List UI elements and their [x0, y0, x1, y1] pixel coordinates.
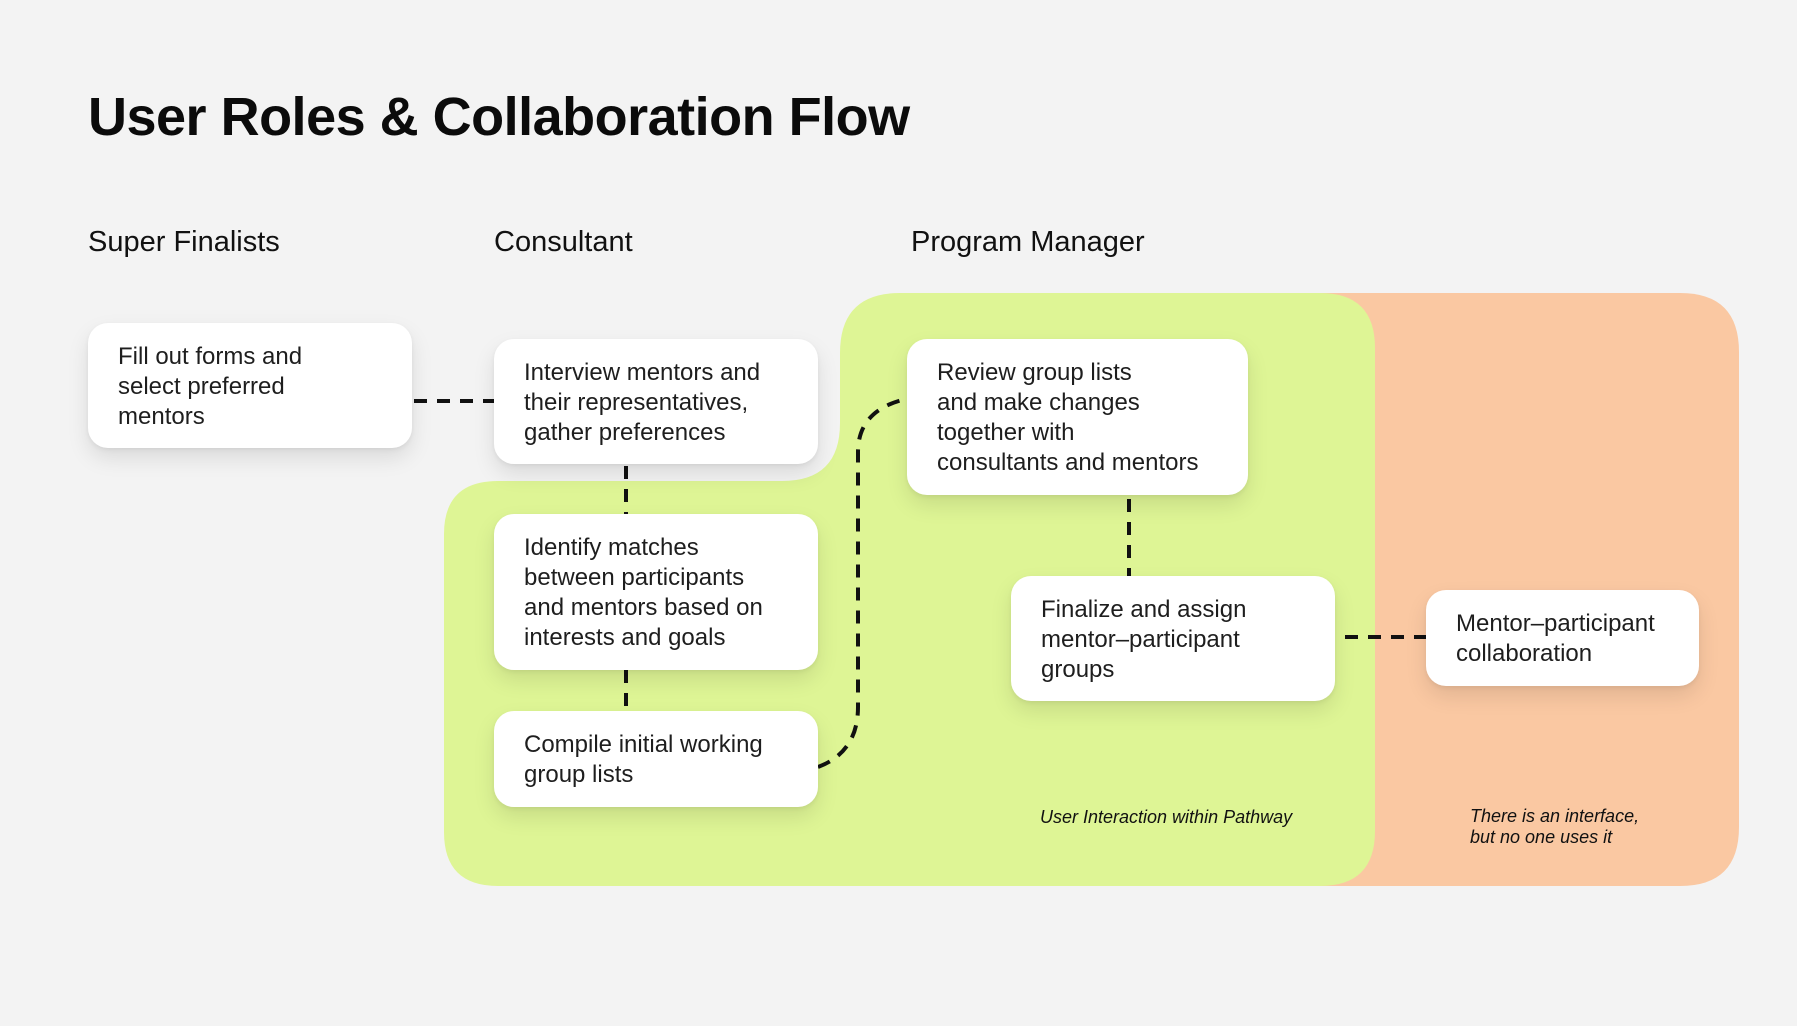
unused-zone-label: There is an interface, but no one uses i… — [1470, 806, 1640, 847]
role-heading-consultant: Consultant — [494, 226, 633, 258]
step-card-interview: Interview mentors and their representati… — [494, 339, 818, 464]
role-heading-super-finalists: Super Finalists — [88, 226, 280, 258]
step-card-finalize: Finalize and assign mentor–participant g… — [1011, 576, 1335, 701]
role-heading-program-manager: Program Manager — [911, 226, 1145, 258]
pathway-zone-label: User Interaction within Pathway — [1040, 807, 1293, 827]
unused-interface-zone — [1320, 293, 1739, 886]
step-card-fill-forms: Fill out forms and select preferred ment… — [88, 323, 412, 448]
connector-compile-to-review — [817, 398, 903, 769]
step-card-review-lists: Review group lists and make changes toge… — [907, 339, 1248, 495]
step-text-compile-lists: Compile initial working group lists — [524, 731, 763, 788]
step-text-review-lists: Review group lists and make changes toge… — [937, 359, 1199, 476]
step-text-finalize: Finalize and assign mentor–participant g… — [1041, 595, 1247, 683]
page-title: User Roles & Collaboration Flow — [88, 87, 910, 147]
step-card-identify-matches: Identify matches between participants an… — [494, 514, 818, 670]
step-card-collaboration: Mentor–participant collaboration — [1426, 590, 1699, 686]
step-text-collaboration: Mentor–participant collaboration — [1456, 610, 1655, 667]
step-text-fill-forms: Fill out forms and select preferred ment… — [118, 342, 303, 430]
step-text-interview: Interview mentors and their representati… — [524, 358, 761, 446]
step-card-compile-lists: Compile initial working group lists — [494, 711, 818, 807]
step-text-identify-matches: Identify matches between participants an… — [524, 534, 763, 651]
